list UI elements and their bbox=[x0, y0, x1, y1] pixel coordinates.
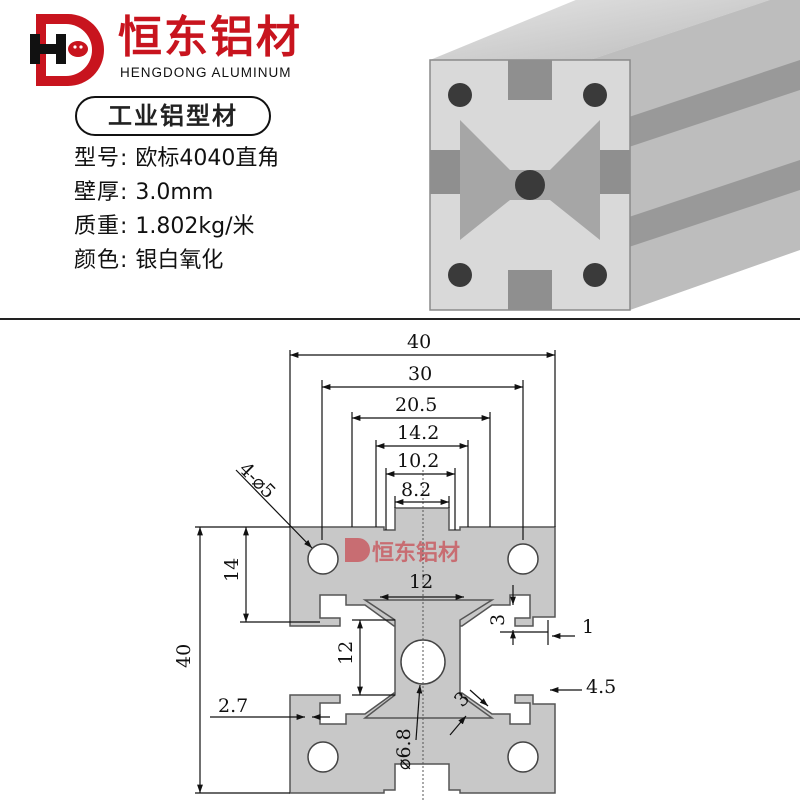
dim-holes: 4-⌀5 bbox=[234, 458, 279, 503]
dim-1: 1 bbox=[582, 616, 594, 638]
watermark: 恒东铝材 bbox=[345, 538, 460, 566]
section-divider bbox=[0, 318, 800, 320]
spec-label: 颜色: bbox=[74, 248, 129, 273]
dim-14: 14 bbox=[221, 558, 243, 582]
spec-value: 欧标4040直角 bbox=[135, 146, 280, 171]
spec-label: 质重: bbox=[74, 214, 129, 239]
dim-14-2: 14.2 bbox=[397, 422, 439, 444]
dim-center-hole: ⌀6.8 bbox=[393, 728, 415, 770]
spec-value: 银白氧化 bbox=[135, 248, 224, 273]
spec-label: 壁厚: bbox=[74, 180, 129, 205]
dim-12-v: 12 bbox=[335, 641, 357, 665]
dim-40-left: 40 bbox=[173, 644, 195, 668]
dim-20-5: 20.5 bbox=[395, 394, 437, 416]
spec-value: 3.0mm bbox=[135, 180, 214, 205]
dim-12-h: 12 bbox=[409, 571, 433, 593]
spec-weight: 质重: 1.802kg/米 bbox=[74, 212, 255, 242]
watermark-text: 恒东铝材 bbox=[372, 540, 460, 566]
dim-30: 30 bbox=[408, 363, 432, 385]
cross-section-drawing: 恒东铝材 bbox=[173, 331, 616, 800]
category-pill: 工业铝型材 bbox=[75, 96, 271, 136]
spec-color: 颜色: 银白氧化 bbox=[74, 246, 223, 276]
profile-photo bbox=[429, 0, 800, 311]
dim-4-5: 4.5 bbox=[586, 676, 616, 698]
brand-name-en: HENGDONG ALUMINUM bbox=[120, 65, 292, 80]
dim-8-2: 8.2 bbox=[401, 479, 431, 501]
spec-label: 型号: bbox=[74, 146, 129, 171]
dim-2-7: 2.7 bbox=[218, 695, 248, 717]
brand-name-cn: 恒东铝材 bbox=[118, 12, 302, 63]
dim-3-wall: 3 bbox=[487, 614, 509, 626]
spec-model: 型号: 欧标4040直角 bbox=[74, 144, 279, 174]
spec-value: 1.802kg/米 bbox=[135, 214, 255, 239]
dim-40-top: 40 bbox=[407, 331, 431, 353]
spec-wall: 壁厚: 3.0mm bbox=[74, 178, 213, 208]
brand-logo-icon bbox=[30, 14, 104, 86]
dim-10-2: 10.2 bbox=[397, 450, 439, 472]
